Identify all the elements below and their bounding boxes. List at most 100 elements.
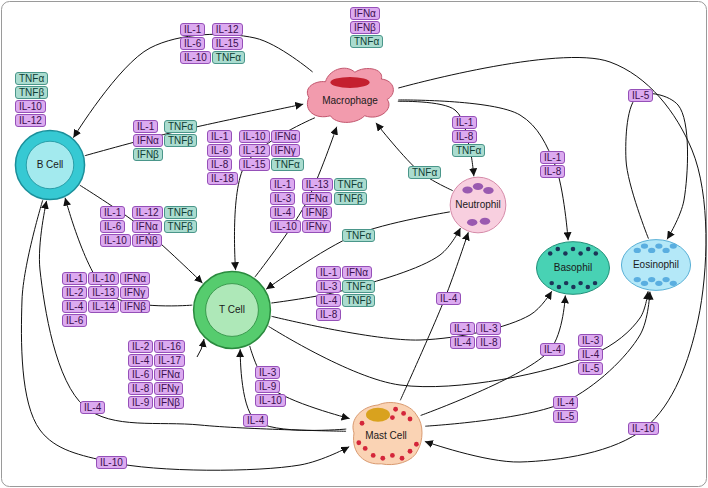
cytokine-tag: IL-12 xyxy=(239,144,270,157)
cytokine-label: IFNα xyxy=(346,267,368,278)
cytokine-label: IL-12 xyxy=(136,207,159,218)
cytokine-tag: TNFα xyxy=(212,51,245,64)
signal-arrow xyxy=(21,200,349,470)
cytokine-tag: IL-10 xyxy=(15,100,46,113)
cytokine-label: TNFα xyxy=(216,52,241,63)
cytokine-tag: IFNα xyxy=(120,272,150,285)
cytokine-label: IL-10 xyxy=(184,52,207,63)
cytokine-label: TNFα xyxy=(168,121,193,132)
cytokine-tag: TNFα xyxy=(15,72,48,85)
cytokine-label: IL-8 xyxy=(211,159,228,170)
cytokine-label: IL-4 xyxy=(84,402,101,413)
cell-label: Eosinophil xyxy=(633,259,679,271)
cytokine-label: IL-1 xyxy=(320,267,337,278)
cytokine-tag: IL-12 xyxy=(132,206,163,219)
cytokine-label: IL-1 xyxy=(66,273,83,284)
cytokine-label: IL-10 xyxy=(100,457,123,468)
cytokine-tag: IL-16 xyxy=(154,340,185,353)
cytokine-label: IL-1 xyxy=(544,152,561,163)
cytokine-tag: IL-5 xyxy=(628,89,653,102)
cytokine-tag: IL-8 xyxy=(476,336,501,349)
granule xyxy=(390,453,395,458)
cytokine-label: IFNγ xyxy=(275,145,296,156)
cytokine-label: IL-16 xyxy=(158,341,181,352)
signal-arrow xyxy=(421,295,566,415)
granule xyxy=(548,251,553,255)
cytokine-tag: IFNα xyxy=(350,7,380,20)
cytokine-label: IL-10 xyxy=(632,423,655,434)
cytokine-tag: IFNγ xyxy=(154,382,183,395)
cytokine-tag: IL-1 xyxy=(270,178,295,191)
cytokine-label: IL-3 xyxy=(582,335,599,346)
cytokine-tag: IL-1 xyxy=(100,206,125,219)
cytokine-label: IL-6 xyxy=(132,369,149,380)
cytokine-label: TNFβ xyxy=(338,193,363,204)
cytokine-label: IL-10 xyxy=(243,131,266,142)
signal-arrow xyxy=(271,228,460,303)
cytokine-label: IFNα xyxy=(124,273,146,284)
granule xyxy=(564,281,569,285)
signal-arrow xyxy=(376,123,453,191)
cytokine-tag: IL-15 xyxy=(239,158,270,171)
cytokine-label: IL-1 xyxy=(274,179,291,190)
signal-arrow xyxy=(400,232,468,400)
cytokine-label: IL-3 xyxy=(274,193,291,204)
cytokine-label: IL-10 xyxy=(274,221,297,232)
cytokine-tag: IL-3 xyxy=(578,334,603,347)
granule xyxy=(662,277,669,282)
cytokine-tag: IL-5 xyxy=(578,362,603,375)
cytokine-tag: IL-1 xyxy=(450,322,475,335)
cytokine-label: IL-3 xyxy=(480,323,497,334)
cell-node: Neutrophil xyxy=(449,176,507,234)
signal-arrow xyxy=(425,292,650,427)
cytokine-label: IL-4 xyxy=(544,344,561,355)
cytokine-label: IL-1 xyxy=(184,24,201,35)
cytokine-label: TNFβ xyxy=(346,295,371,306)
granule xyxy=(571,247,576,251)
cytokine-tag: IFNβ xyxy=(132,234,162,247)
cytokine-tag: TNFα xyxy=(452,144,485,157)
macro-shape xyxy=(301,60,399,128)
cytokine-tag: IL-6 xyxy=(207,144,232,157)
cytokine-label: IL-1 xyxy=(104,207,121,218)
cytokine-tag: IL-3 xyxy=(316,280,341,293)
cytokine-label: IL-15 xyxy=(216,38,239,49)
cytokine-tag: IL-14 xyxy=(88,300,119,313)
cytokine-tag: IL-4 xyxy=(436,292,461,305)
cytokine-label: IL-12 xyxy=(243,145,266,156)
cytokine-tag: IL-17 xyxy=(154,354,185,367)
signal-arrow xyxy=(272,291,552,340)
cytokine-label: TNFα xyxy=(19,73,44,84)
cell-nucleus xyxy=(330,77,369,88)
cytokine-label: TNFβ xyxy=(19,87,44,98)
cytokine-label: IL-4 xyxy=(440,293,457,304)
cell-nucleus xyxy=(206,284,259,337)
granule xyxy=(578,281,583,285)
cytokine-tag: IL-4 xyxy=(316,294,341,307)
signal-arrow xyxy=(626,93,688,239)
granule xyxy=(408,449,413,454)
cytokine-tag: IL-10 xyxy=(96,456,127,469)
cytokine-tag: IL-6 xyxy=(180,37,205,50)
granule xyxy=(371,453,376,458)
cytokine-tag: IFNγ xyxy=(302,220,331,233)
granule xyxy=(400,456,405,461)
cytokine-label: IL-6 xyxy=(104,221,121,232)
granule xyxy=(593,281,598,285)
cytokine-label: IFNβ xyxy=(306,207,328,218)
cytokine-tag: IL-13 xyxy=(88,286,119,299)
granule xyxy=(641,243,648,248)
cell-membrane xyxy=(450,177,506,233)
cytokine-label: IL-5 xyxy=(557,411,574,422)
granule xyxy=(360,421,365,426)
granule xyxy=(586,247,591,251)
cytokine-tag: IL-10 xyxy=(628,422,659,435)
cytokine-label: IFNα xyxy=(158,369,180,380)
cytokine-label: IL-4 xyxy=(320,295,337,306)
cytokine-label: IL-4 xyxy=(454,337,471,348)
cytokine-label: IL-10 xyxy=(92,273,115,284)
cytokine-label: TNFβ xyxy=(168,135,193,146)
granule xyxy=(556,247,561,251)
